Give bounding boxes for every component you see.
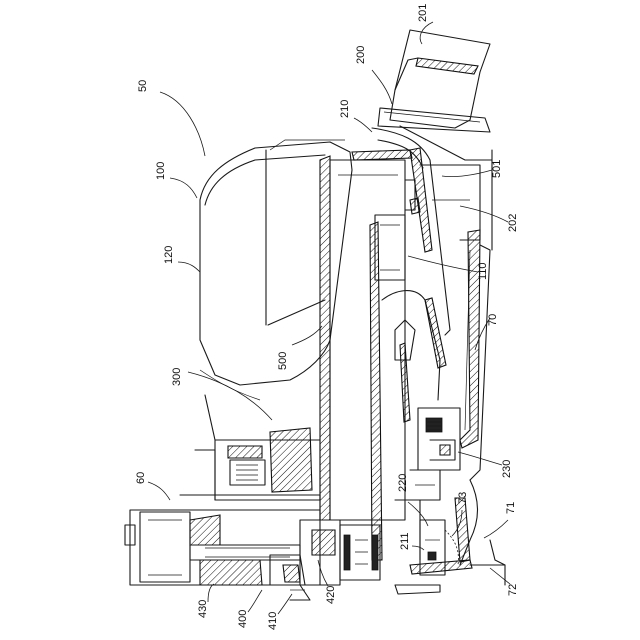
label-501: 501 [491, 160, 503, 178]
label-300: 300 [171, 368, 183, 386]
label-201: 201 [417, 4, 429, 22]
label-500: 500 [277, 352, 289, 370]
label-210: 210 [339, 100, 351, 118]
label-430: 430 [197, 600, 209, 618]
label-202: 202 [507, 214, 519, 232]
label-70: 70 [487, 314, 499, 326]
filter-coil [410, 408, 460, 500]
label-73: 73 [457, 492, 469, 504]
label-220: 220 [397, 474, 409, 492]
label-110: 110 [477, 262, 489, 280]
inner-duct [370, 222, 446, 560]
lower-outlet [395, 480, 505, 594]
motor-assembly [125, 428, 380, 600]
label-230: 230 [501, 460, 513, 478]
main-body [320, 128, 480, 520]
label-60: 60 [135, 472, 147, 484]
label-50: 50 [137, 80, 149, 92]
label-71: 71 [505, 502, 517, 514]
label-200: 200 [355, 46, 367, 64]
label-120: 120 [163, 246, 175, 264]
label-211: 211 [399, 532, 411, 550]
label-100: 100 [155, 162, 167, 180]
inlet-nozzle [378, 30, 492, 160]
label-72: 72 [507, 584, 519, 596]
label-410: 410 [267, 612, 279, 630]
label-420: 420 [325, 586, 337, 604]
label-400: 400 [237, 610, 249, 628]
